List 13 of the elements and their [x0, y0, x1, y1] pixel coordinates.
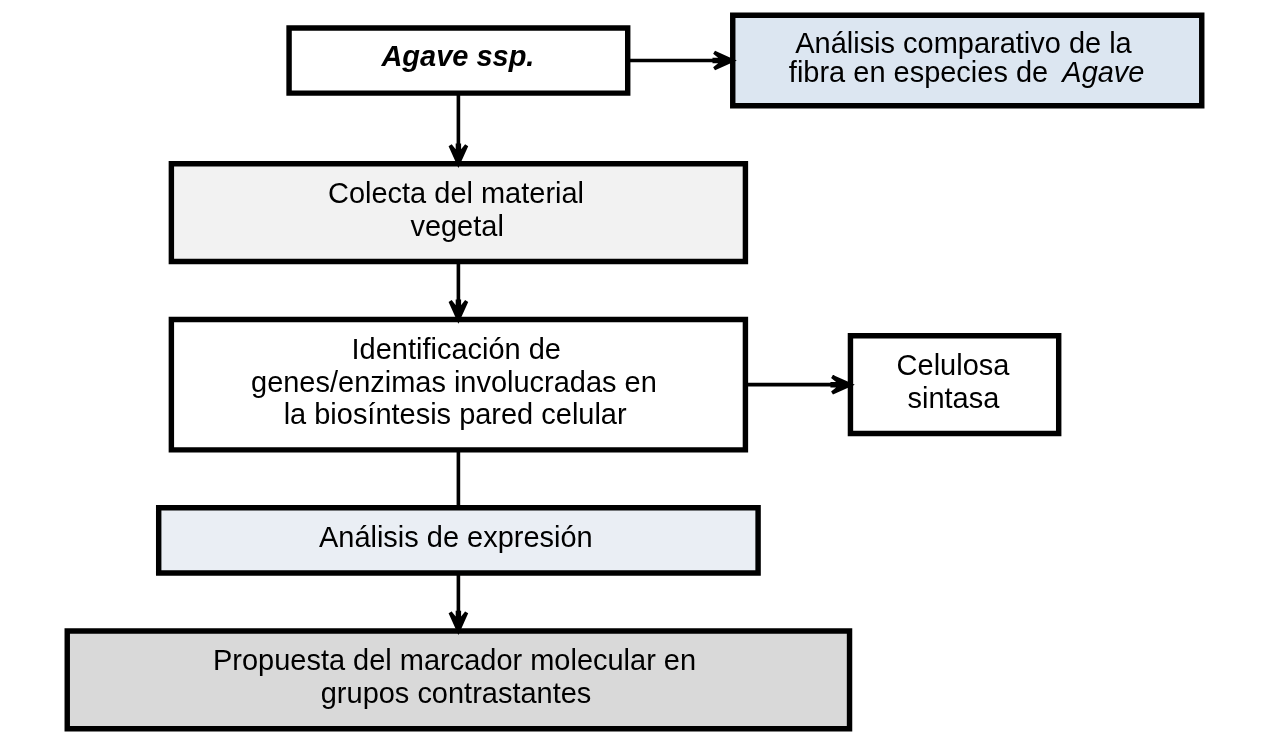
node-box: Propuesta del marcador molecular en grupos contrastantes: [64, 628, 852, 732]
arrow: [447, 573, 468, 633]
arrow: [447, 261, 468, 322]
connector: [456, 450, 460, 508]
node-box: Celulosa sintasa: [847, 333, 1061, 437]
arrow: [745, 374, 852, 395]
arrow: [447, 93, 468, 166]
node-box: Identificación de genes/enzimas involucradas en la biosíntesis pared celular: [168, 316, 748, 453]
arrow: [627, 50, 734, 71]
node-box: Agave ssp.: [285, 25, 630, 96]
node-box: Colecta del material vegetal: [168, 161, 748, 265]
node-box: Análisis de expresión: [155, 505, 761, 576]
node-box: Análisis comparativo de la fibra en especies de Agave: [729, 12, 1204, 109]
